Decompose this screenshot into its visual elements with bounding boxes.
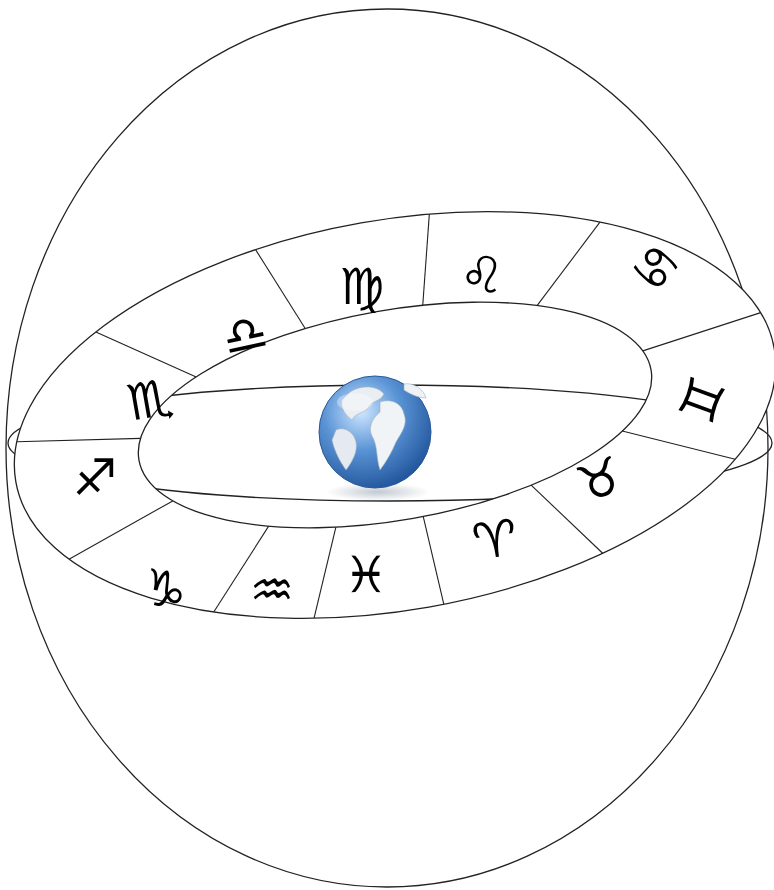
- zodiac-sign: ♐: [73, 453, 118, 503]
- band-divider: [640, 313, 764, 351]
- band-divider: [62, 501, 179, 559]
- zodiac-sign: ♈: [469, 512, 520, 568]
- zodiac-sign: ♍: [340, 262, 385, 312]
- band-divider: [407, 214, 444, 305]
- band-divider: [299, 527, 351, 618]
- zodiac-sign: ♒: [250, 565, 295, 615]
- band-divider: [423, 516, 444, 605]
- zodiac-sign: ♓: [344, 550, 389, 600]
- zodiac-sign: ♏: [124, 371, 177, 428]
- earth-globe: [319, 376, 431, 501]
- band-divider: [525, 222, 613, 305]
- zodiac-band: [0, 156, 774, 674]
- zodiac-sign: ♌: [457, 248, 506, 302]
